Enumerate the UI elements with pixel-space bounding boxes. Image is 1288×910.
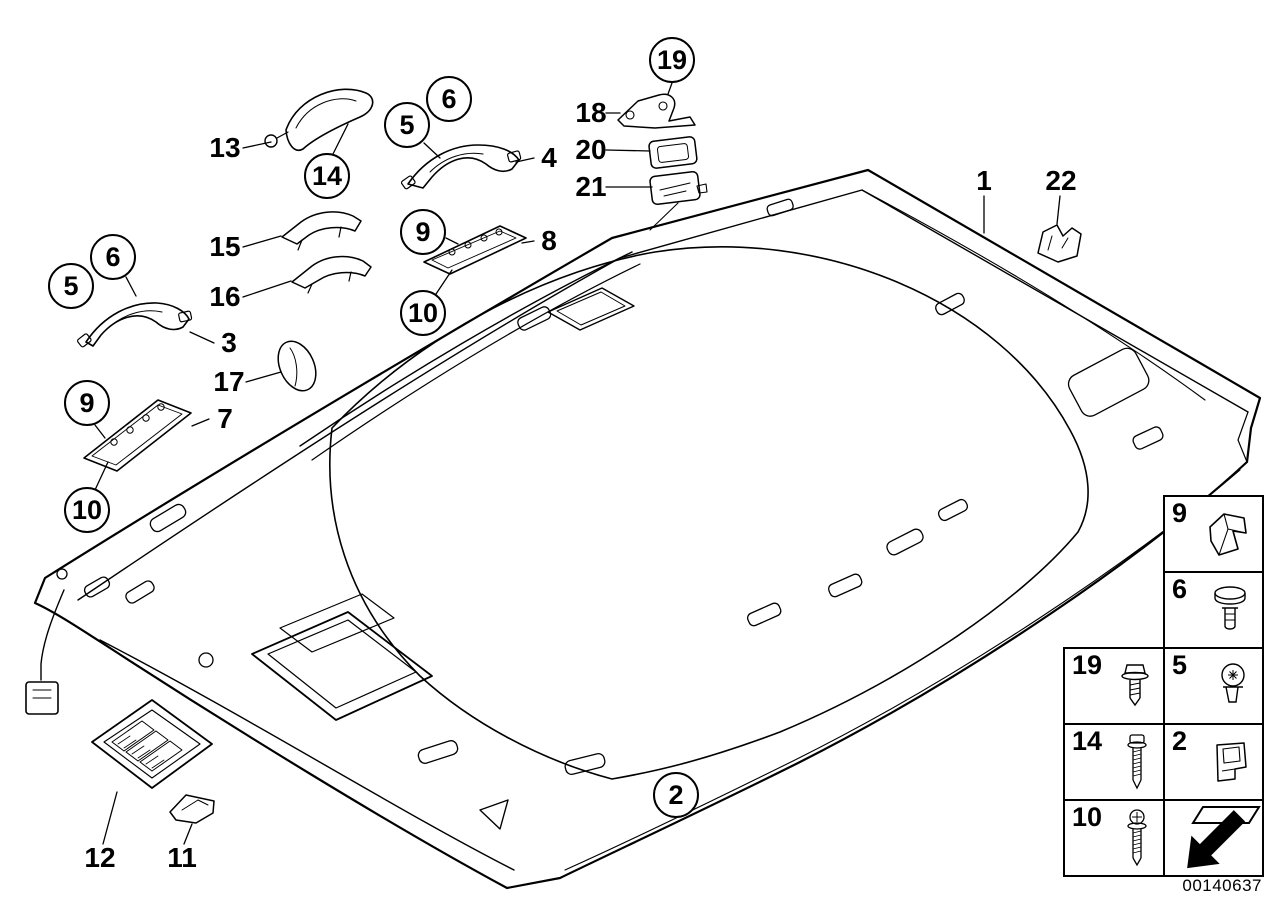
callout-balloon-5-left: 5	[48, 263, 94, 309]
callout-label-3: 3	[221, 327, 237, 358]
callout-label-16: 16	[209, 281, 241, 312]
leader-lines	[94, 82, 1061, 845]
legend-cell-6: 6	[1163, 571, 1264, 649]
callout-label-13: 13	[209, 132, 241, 163]
callout-balloon-14: 14	[304, 153, 350, 199]
legend-cell-9: 9	[1163, 495, 1264, 573]
legend-cell-5: 5	[1163, 647, 1264, 725]
panel-cutouts	[83, 198, 1164, 776]
torx-screw-icon	[1221, 663, 1245, 703]
callout-label-12: 12	[84, 842, 116, 873]
pan-head-screw-icon	[1121, 664, 1149, 707]
callout-label-20: 20	[575, 134, 607, 165]
callout-label-11: 11	[167, 842, 197, 873]
legend-cell-number: 5	[1172, 650, 1188, 680]
callout-label-4: 4	[541, 142, 557, 173]
legend-cell-number: 6	[1172, 574, 1188, 604]
callout-label-15: 15	[209, 231, 241, 262]
callout-balloon-10-upper: 10	[400, 290, 446, 336]
callout-balloon-9-upper: 9	[400, 209, 446, 255]
long-screw-icon	[1127, 734, 1147, 790]
spring-clip-icon	[1209, 513, 1247, 556]
callout-balloon-6-left: 6	[90, 234, 136, 280]
legend-cell-number: 9	[1172, 498, 1188, 528]
legend-cell-number: 10	[1072, 802, 1103, 832]
front-fittings	[25, 568, 215, 824]
phillips-long-screw-icon	[1127, 809, 1147, 867]
callout-label-17: 17	[213, 366, 245, 397]
callout-label-21: 21	[575, 171, 607, 202]
legend-cell-2: 2	[1163, 723, 1264, 801]
legend-cell-10: 10	[1063, 799, 1165, 877]
callout-balloon-10-left: 10	[64, 487, 110, 533]
callout-label-18: 18	[575, 97, 607, 128]
callout-label-8: 8	[541, 225, 557, 256]
legend-cell-19: 19	[1063, 647, 1165, 725]
legend-cell-number: 19	[1072, 650, 1103, 680]
callout-balloon-6-top: 6	[426, 76, 472, 122]
expansion-rivet-icon	[1214, 586, 1246, 630]
small-parts	[77, 88, 1082, 472]
callout-label-22: 22	[1045, 165, 1077, 196]
headliner-outline	[33, 168, 1262, 890]
legend-cell-number: 14	[1072, 726, 1103, 756]
callout-balloon-9-left: 9	[64, 380, 110, 426]
legend-cell-arrow	[1163, 799, 1264, 877]
direction-arrow-icon	[1187, 806, 1261, 869]
callout-balloon-19: 19	[649, 37, 695, 83]
clamp-clip-icon	[1216, 742, 1247, 782]
image-id: 00140637	[1182, 876, 1262, 895]
legend-cell-number: 2	[1172, 726, 1188, 756]
callout-balloon-2: 2	[653, 772, 699, 818]
callout-label-7: 7	[217, 403, 233, 434]
legend-cell-14: 14	[1063, 723, 1165, 801]
callout-label-1: 1	[976, 165, 992, 196]
callout-balloon-5-top: 5	[384, 102, 430, 148]
